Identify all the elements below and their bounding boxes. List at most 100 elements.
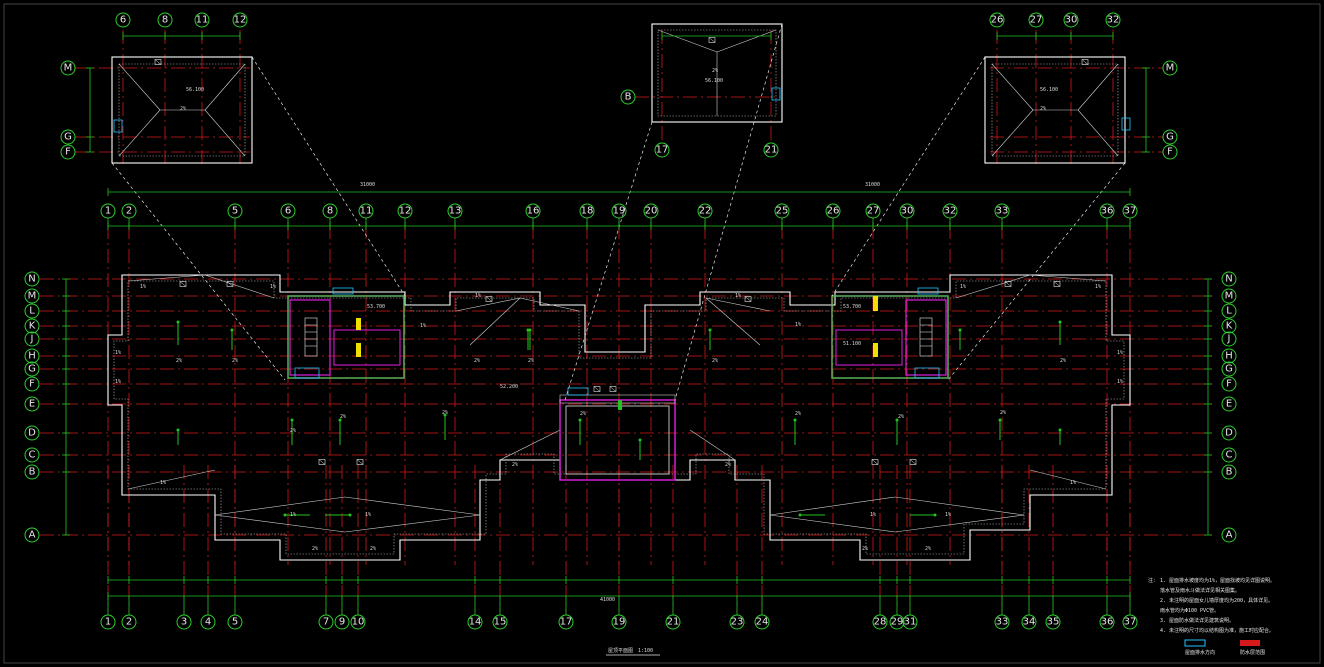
drainage-arrow-head — [348, 513, 352, 517]
svg-text:A: A — [29, 530, 36, 541]
svg-text:G: G — [1166, 132, 1174, 143]
slope-label: 2% — [312, 546, 318, 552]
slope-label: 1% — [1117, 350, 1123, 356]
slope-label: 2% — [340, 414, 346, 420]
slope-label: 1% — [1095, 284, 1101, 290]
svg-text:J: J — [30, 334, 34, 345]
svg-text:8: 8 — [162, 15, 168, 26]
axis-bubble-26: 26 — [989, 12, 1005, 28]
svg-text:E: E — [29, 399, 35, 410]
axis-bubble-34: 34 — [1021, 614, 1037, 630]
svg-text:33: 33 — [996, 206, 1009, 217]
axis-bubble-37: 37 — [1122, 614, 1138, 630]
slope-label: 2% — [180, 106, 186, 112]
stair-core-right — [831, 287, 949, 379]
svg-text:13: 13 — [449, 206, 462, 217]
svg-text:L: L — [29, 306, 35, 317]
slope-label: 2% — [370, 546, 376, 552]
svg-text:5: 5 — [232, 206, 238, 217]
drainage-arrow-head — [230, 328, 234, 332]
svg-text:J: J — [1227, 334, 1231, 345]
elevation-label: 53.700 — [367, 304, 385, 310]
total-dimension-right: 31000 — [865, 182, 880, 188]
svg-text:23: 23 — [731, 617, 744, 628]
svg-text:28: 28 — [874, 617, 887, 628]
central-machine-room — [559, 387, 676, 481]
axis-bubble-26: 26 — [825, 203, 841, 219]
drainage-arrow-head — [443, 413, 447, 417]
slope-label: 1% — [140, 284, 146, 290]
detail-callout-leaders — [111, 23, 1126, 401]
axis-bubble-B: B — [24, 464, 40, 480]
dimension-lines — [62, 32, 1212, 615]
svg-text:35: 35 — [1047, 617, 1060, 628]
svg-text:F: F — [29, 379, 35, 390]
svg-text:36: 36 — [1101, 617, 1114, 628]
total-dimension-left: 31000 — [360, 182, 375, 188]
slope-label: 2% — [290, 428, 296, 434]
axis-bubble-J: J — [24, 331, 40, 347]
slope-label: 2% — [1060, 358, 1066, 364]
axis-bubble-5: 5 — [227, 203, 243, 219]
svg-text:17: 17 — [656, 145, 669, 156]
svg-text:L: L — [1226, 306, 1232, 317]
svg-text:N: N — [28, 274, 35, 285]
svg-text:F: F — [1167, 147, 1173, 158]
slope-label: 1% — [795, 322, 801, 328]
axis-bubble-M: M — [1221, 288, 1237, 304]
axis-bubble-M: M — [24, 288, 40, 304]
svg-text:29: 29 — [891, 617, 904, 628]
roof-drain — [356, 459, 364, 465]
svg-text:25: 25 — [776, 206, 789, 217]
roof-drain — [154, 59, 162, 65]
svg-text:6: 6 — [285, 206, 291, 217]
slope-label: 1% — [160, 480, 166, 486]
axis-bubble-L: L — [1221, 303, 1237, 319]
axis-bubble-24: 24 — [754, 614, 770, 630]
axis-bubble-8: 8 — [322, 203, 338, 219]
axis-bubble-B: B — [620, 89, 636, 105]
axis-bubble-L: L — [24, 303, 40, 319]
axis-bubble-21: 21 — [763, 142, 779, 158]
slope-label: 1% — [960, 284, 966, 290]
svg-text:31: 31 — [904, 617, 917, 628]
note-line: 4. 未注明的尺寸均以结构图为准，施工时应配合。 — [1160, 627, 1274, 634]
axis-bubble-3: 3 — [176, 614, 192, 630]
axis-bubble-C: C — [24, 447, 40, 463]
drainage-arrow-head — [283, 513, 287, 517]
slope-label: 2% — [712, 358, 718, 364]
axis-bubble-F: F — [1162, 144, 1178, 160]
axis-bubble-G: G — [24, 361, 40, 377]
sheet-border — [3, 3, 1321, 664]
axis-bubble-30: 30 — [1063, 12, 1079, 28]
svg-text:N: N — [1225, 274, 1232, 285]
svg-text:C: C — [1226, 450, 1233, 461]
drainage-arrow-head — [526, 328, 530, 332]
roof-drain — [1081, 59, 1089, 65]
axis-bubble-32: 32 — [1105, 12, 1121, 28]
svg-text:1: 1 — [105, 206, 111, 217]
axis-bubble-25: 25 — [774, 203, 790, 219]
svg-text:12: 12 — [234, 15, 247, 26]
svg-text:D: D — [28, 428, 36, 439]
axis-bubble-11: 11 — [194, 12, 210, 28]
axis-bubble-K: K — [24, 318, 40, 334]
axis-bubble-2: 2 — [121, 203, 137, 219]
axis-bubble-G: G — [60, 129, 76, 145]
drainage-arrow-head — [1058, 320, 1062, 324]
svg-text:37: 37 — [1124, 206, 1137, 217]
axis-bubble-8: 8 — [157, 12, 173, 28]
axis-bubble-2: 2 — [121, 614, 137, 630]
slope-label: 2% — [795, 411, 801, 417]
general-notes: 注： 1. 屋面排水坡度均为1%，屋面找坡均见详图说明。 落水管及雨水斗做法详见… — [1148, 577, 1275, 656]
axis-bubble-14: 14 — [467, 614, 483, 630]
roof-drain — [226, 281, 234, 287]
svg-text:37: 37 — [1124, 617, 1137, 628]
svg-text:14: 14 — [469, 617, 482, 628]
axis-bubble-17: 17 — [558, 614, 574, 630]
svg-text:A: A — [1226, 530, 1233, 541]
drainage-arrow-head — [895, 418, 899, 422]
roof-drain — [318, 459, 326, 465]
svg-text:3: 3 — [181, 617, 187, 628]
